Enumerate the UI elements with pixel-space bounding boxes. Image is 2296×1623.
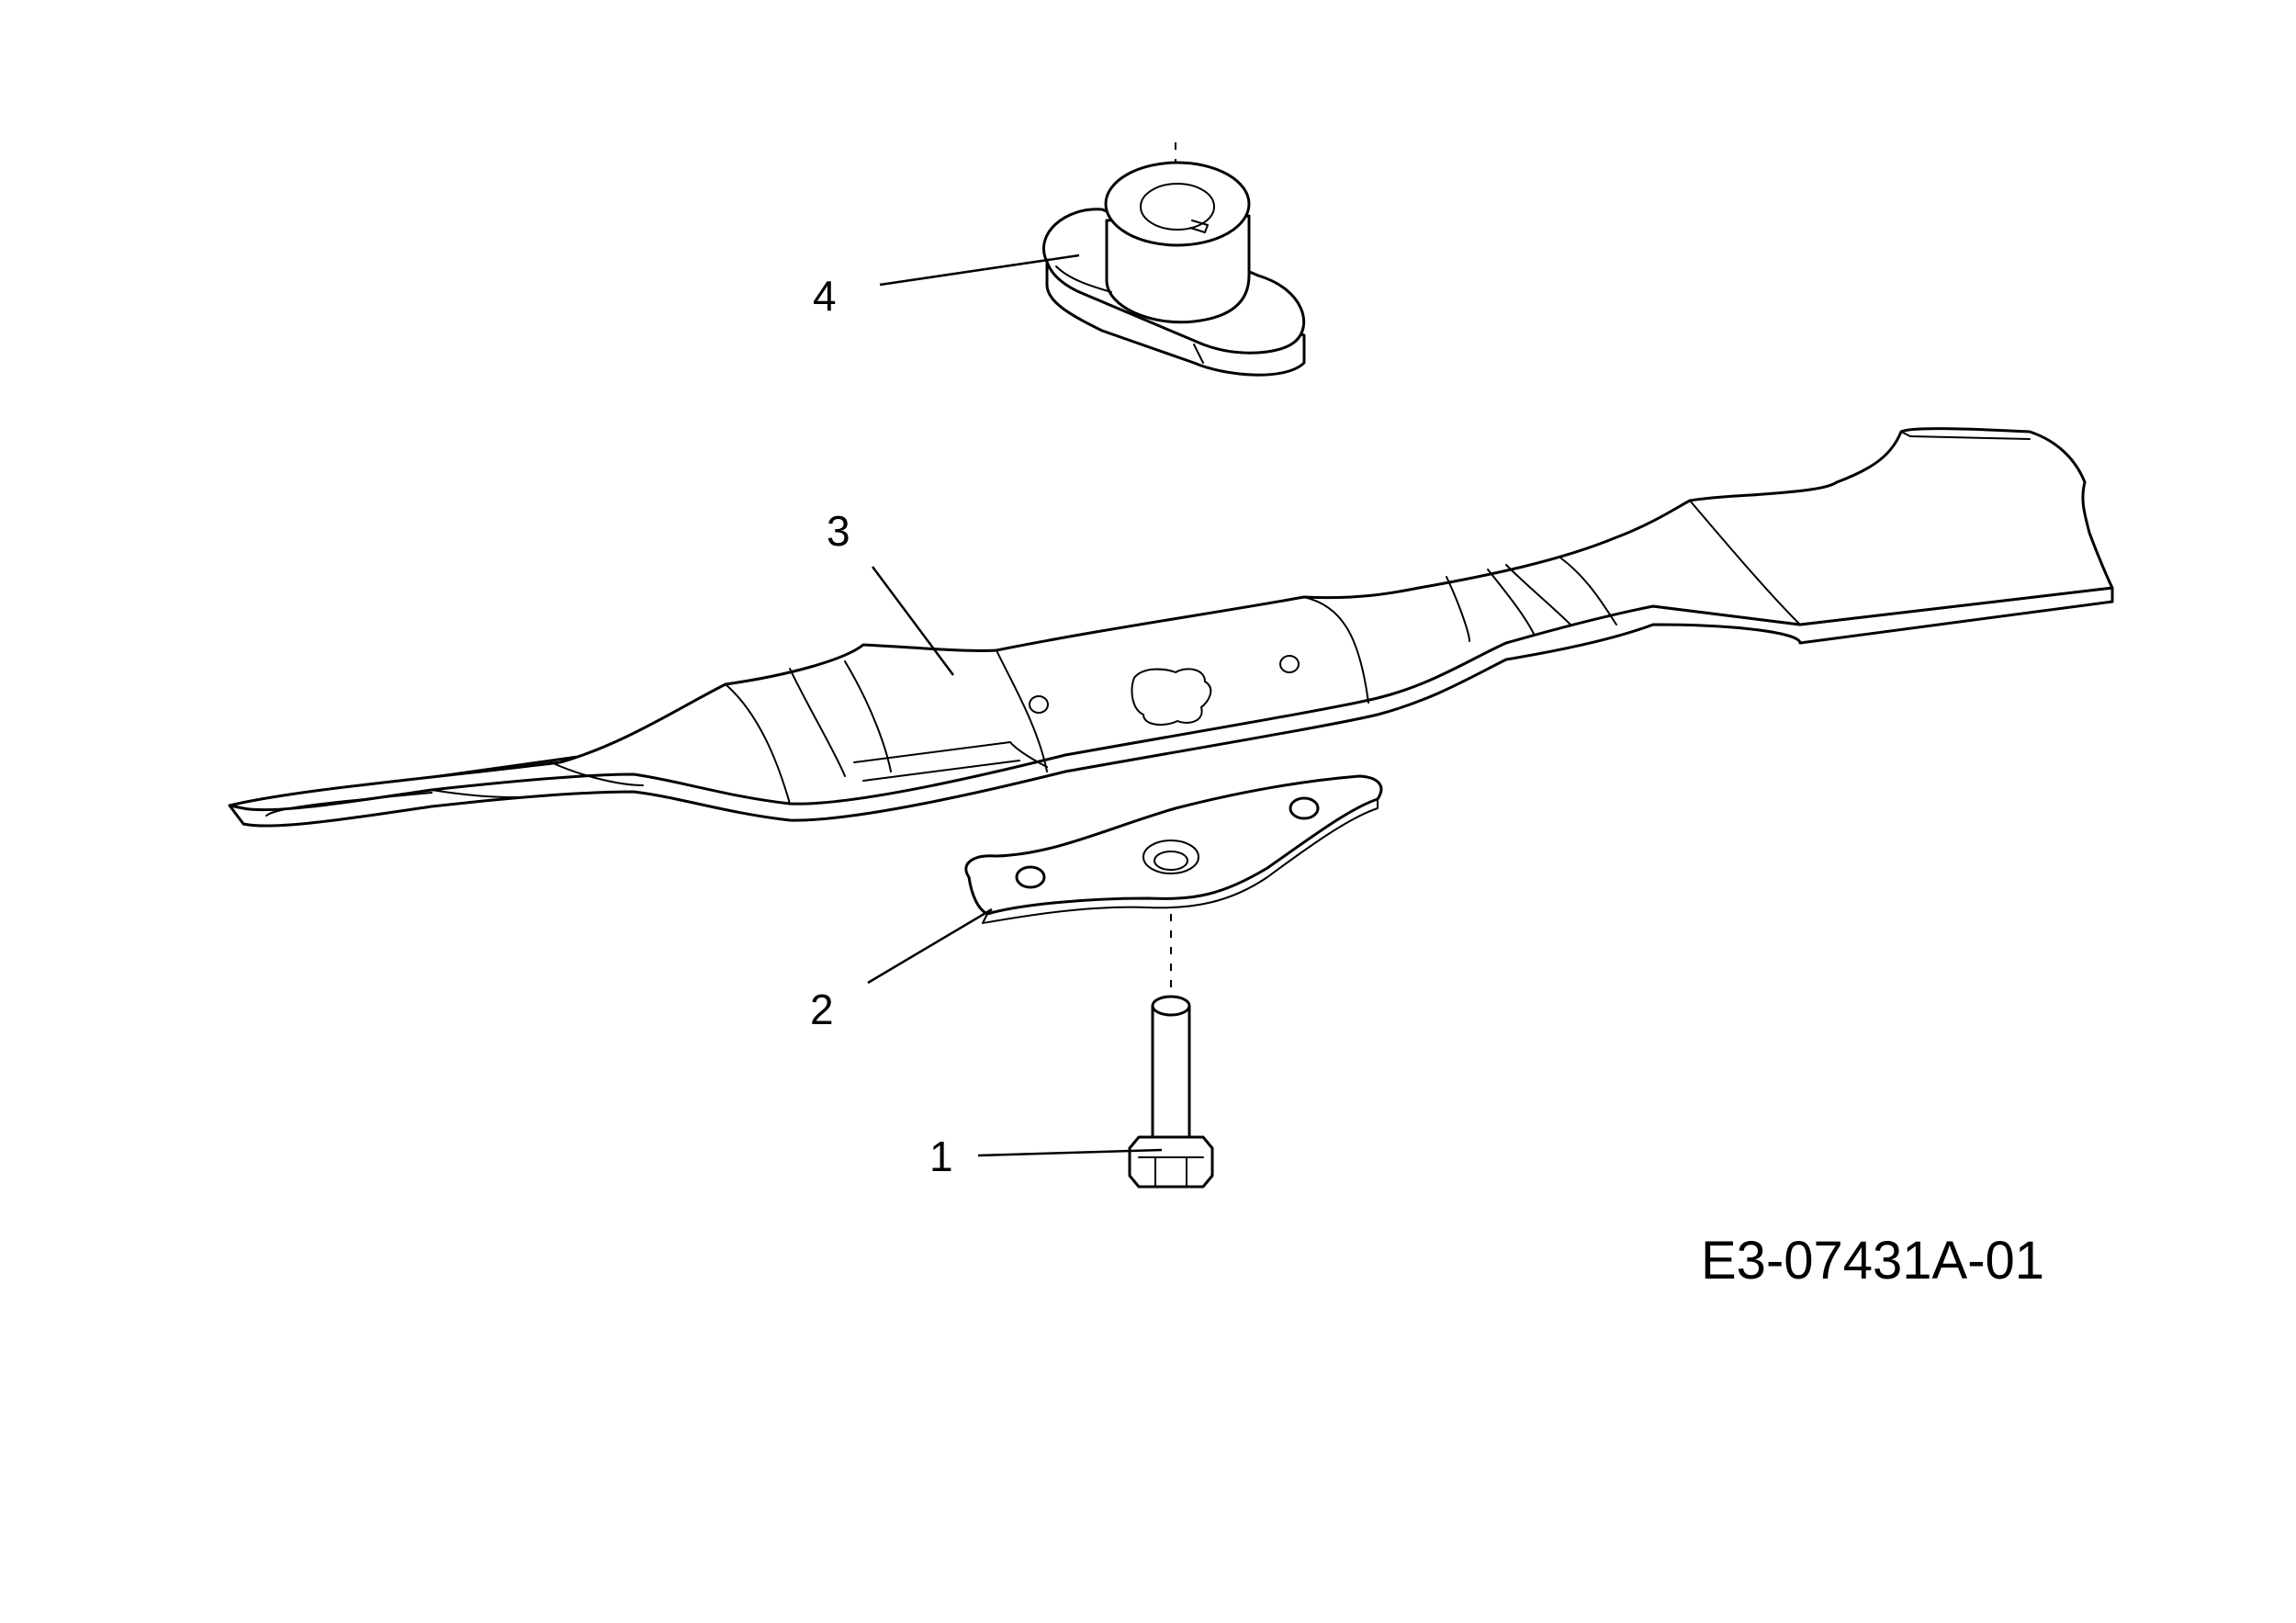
part-3-right-hole xyxy=(1279,655,1300,673)
part-2-right-pin xyxy=(1289,796,1320,820)
leader-line-2 xyxy=(867,907,993,985)
callout-4: 4 xyxy=(813,272,837,320)
part-4-flange-edge xyxy=(1055,265,1112,293)
part-4-bore xyxy=(1140,183,1215,231)
part-1-bolt-head xyxy=(1128,1135,1214,1189)
leader-line-1 xyxy=(977,1148,1163,1157)
part-1-bolt-tip xyxy=(1151,995,1191,1017)
part-3-left-hole xyxy=(1029,695,1049,714)
part-4-key-slot xyxy=(1189,220,1209,233)
part-4-collar-top xyxy=(1104,161,1251,247)
part-4-blade-adapter xyxy=(1042,142,1306,377)
part-2-plate xyxy=(964,774,1383,916)
part-3-blade-top xyxy=(228,427,2114,812)
part-3-right-lift xyxy=(1446,558,1617,642)
callout-3: 3 xyxy=(827,507,850,555)
callout-1: 1 xyxy=(929,1133,953,1180)
part-3-left-tip xyxy=(265,761,644,817)
part-2-center-hole xyxy=(1142,840,1199,874)
part-2-stiffener-plate xyxy=(964,774,1383,924)
part-1-head-facets xyxy=(1138,1156,1204,1188)
part-3-center-section xyxy=(996,596,1369,772)
part-3-star-hole xyxy=(1131,668,1212,727)
part-4-collar-body xyxy=(1105,214,1251,324)
callout-2: 2 xyxy=(810,986,834,1033)
drawing-code: E3-07431A-01 xyxy=(1701,1231,2044,1291)
part-2-center-hole-inner xyxy=(1154,851,1188,871)
part-1-hex-bolt xyxy=(1128,914,1214,1189)
part-3-right-tip xyxy=(1689,431,2031,626)
part-2-left-pin xyxy=(1015,865,1046,889)
part-1-bolt-shank xyxy=(1151,1004,1191,1150)
leader-line-4 xyxy=(879,254,1080,287)
part-3-left-lift xyxy=(725,660,1048,805)
part-4-flange-corner xyxy=(1193,344,1204,364)
leader-line-3 xyxy=(871,566,955,676)
part-3-mower-blade xyxy=(228,427,2114,828)
part-2-plate-edge xyxy=(982,798,1379,924)
